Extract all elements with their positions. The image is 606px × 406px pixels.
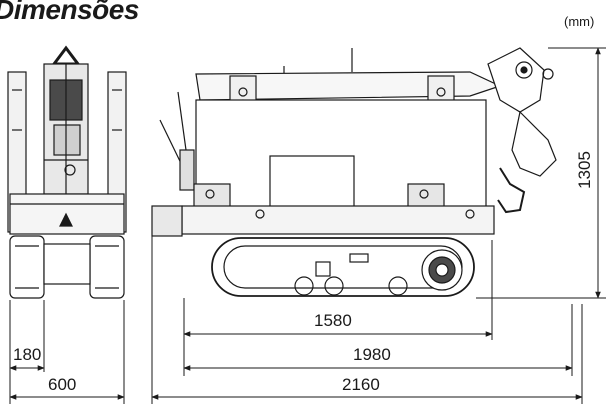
dim-label-overall-length: 2160 [342,375,380,394]
dim-label-track-with-ends: 1980 [353,345,391,364]
unit-label: (mm) [564,14,595,29]
dim-label-track-width: 180 [13,345,42,364]
side-view [151,47,557,297]
side-dimensions [151,47,606,404]
dim-label-overall-width: 600 [48,375,77,394]
page-title: Dimensões [0,0,139,25]
dim-label-height: 1305 [574,151,594,189]
front-dimensions [9,300,125,404]
front-view [7,45,127,299]
dim-label-track-length: 1580 [314,311,352,330]
